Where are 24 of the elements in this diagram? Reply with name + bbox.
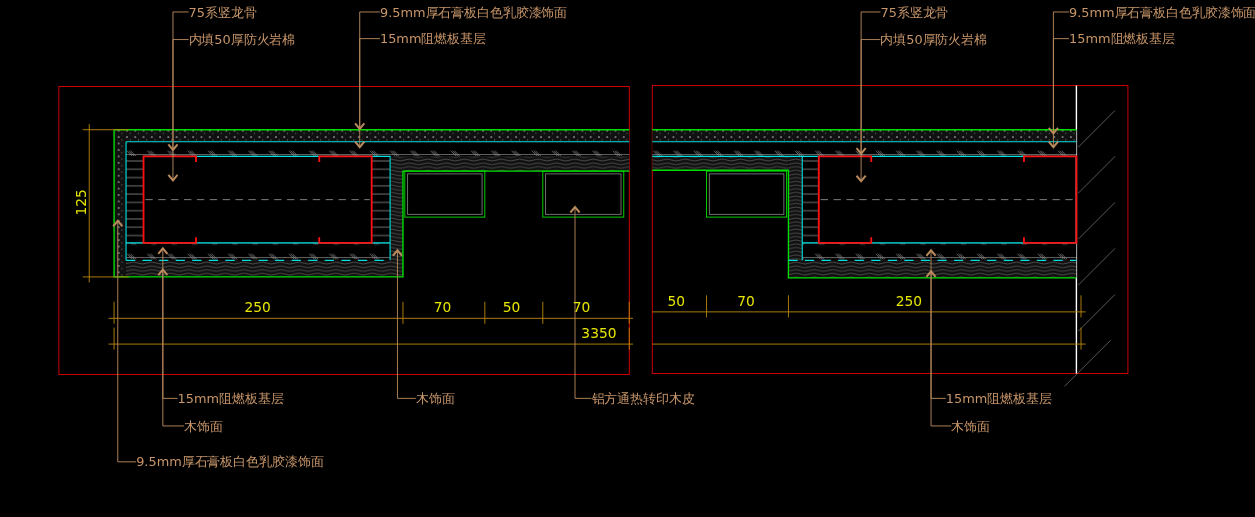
dimension-text: 50 <box>667 293 685 311</box>
callout-text: 内填50厚防火岩棉 <box>880 31 987 48</box>
dimension-text: 3350 <box>581 324 617 342</box>
dimension-text: 70 <box>737 293 755 311</box>
dimension-text: 70 <box>572 299 591 316</box>
dimension-text: 250 <box>244 299 271 316</box>
callout-text: 铝方通热转印木皮 <box>591 390 695 407</box>
callout-text: 木饰面 <box>415 390 455 407</box>
callout-text: 75系竖龙骨 <box>880 3 949 21</box>
callout-text: 9.5mm厚石膏板白色乳胶漆饰面 <box>136 453 324 471</box>
callout-text: 75系竖龙骨 <box>188 3 257 21</box>
callout-text: 木饰面 <box>184 417 223 435</box>
callout-text: 15mm阻燃板基层 <box>379 30 486 47</box>
callout-text: 9.5mm厚石膏板白色乳胶漆饰面 <box>379 3 568 21</box>
dimension-text: 125 <box>72 189 90 216</box>
callout-text: 内填50厚防火岩棉 <box>188 31 296 48</box>
callout-text: 木饰面 <box>951 417 990 435</box>
dimension-text: 50 <box>502 299 521 316</box>
callout-text: 15mm阻燃板基层 <box>945 390 1052 407</box>
callout-text: 15mm阻燃板基层 <box>1069 30 1175 47</box>
callout-text: 15mm阻燃板基层 <box>177 390 284 407</box>
dimension-text: 250 <box>895 293 923 311</box>
callout-text: 9.5mm厚石膏板白色乳胶漆饰面 <box>1069 3 1255 21</box>
dimension-text: 70 <box>433 299 452 316</box>
